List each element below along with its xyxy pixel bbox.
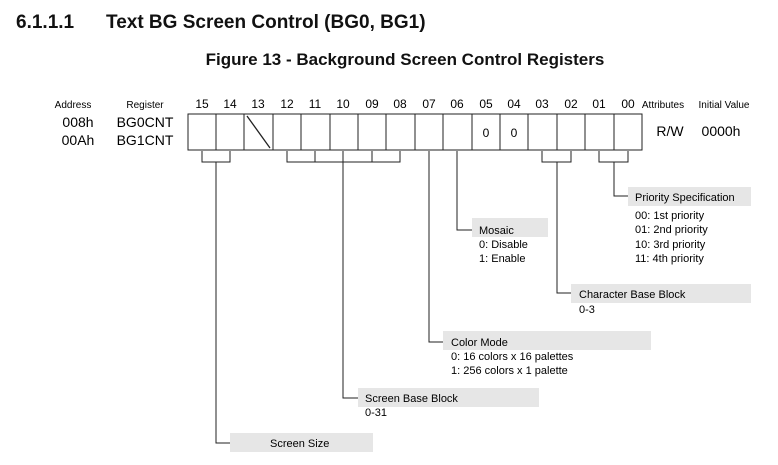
mosaic-desc: 1: Enable [479, 253, 525, 265]
register-name: BG0CNT [117, 114, 174, 130]
screen-base-label-bar [358, 388, 539, 407]
register-address: 00Ah [62, 132, 95, 148]
attributes-header: Attributes [642, 100, 684, 111]
section-heading: 6.1.1.1 Text BG Screen Control (BG0, BG1) [16, 12, 426, 34]
screen-base-leader [342, 162, 358, 399]
bit-number: 14 [223, 97, 237, 111]
priority-label-bar [628, 187, 751, 206]
bit-number: 07 [422, 97, 436, 111]
char-base-leader [556, 162, 571, 294]
mosaic-desc: 0: Disable [479, 239, 528, 251]
register-header: Register [126, 100, 164, 111]
color-mode-leader [428, 151, 443, 343]
char-base-desc: 0-3 [579, 304, 595, 316]
bit-number: 08 [393, 97, 407, 111]
field-connectors [201, 151, 629, 444]
screen-size-leader [215, 162, 230, 444]
char-base-label-bar [571, 284, 751, 303]
bit-number: 13 [251, 97, 265, 111]
bit-number: 11 [309, 97, 322, 111]
screen-size-label-bar [230, 433, 373, 452]
screen-size-field-name: Screen Size [270, 438, 329, 450]
fixed-bit-value: 0 [483, 126, 490, 140]
section-number: 6.1.1.1 [16, 12, 75, 33]
priority-field-name: Priority Specification [635, 192, 735, 204]
figure-title: Figure 13 - Background Screen Control Re… [205, 50, 605, 69]
priority-desc: 10: 3rd priority [635, 239, 706, 251]
bit-number: 02 [564, 97, 578, 111]
bit-number: 10 [336, 97, 350, 111]
field-label-bars [230, 187, 751, 452]
screen-size-bracket [201, 151, 231, 163]
attributes-value: R/W [656, 123, 684, 139]
color-mode-desc: 0: 16 colors x 16 palettes [451, 351, 574, 363]
screen-base-field-name: Screen Base Block [365, 393, 458, 405]
unused-bit-slash [246, 115, 271, 149]
color-mode-desc: 1: 256 colors x 1 palette [451, 365, 568, 377]
register-address: 008h [62, 114, 93, 130]
address-header: Address [55, 100, 92, 111]
bit-number: 03 [535, 97, 549, 111]
bit-number-row: 15 14 13 12 11 10 09 08 07 06 05 04 03 0… [195, 97, 635, 111]
priority-bracket [598, 151, 629, 163]
char-base-field-name: Character Base Block [579, 289, 686, 301]
fixed-bit-value: 0 [511, 126, 518, 140]
mosaic-field-name: Mosaic [479, 225, 514, 237]
priority-leader [613, 162, 628, 197]
bit-number: 01 [592, 97, 606, 111]
bit-number: 05 [479, 97, 493, 111]
color-mode-label-bar [443, 331, 651, 350]
color-mode-field-name: Color Mode [451, 337, 508, 349]
bit-number: 00 [621, 97, 635, 111]
screen-base-desc: 0-31 [365, 407, 387, 419]
mosaic-label-bar [472, 218, 548, 237]
priority-desc: 11: 4th priority [635, 253, 704, 265]
initial-value: 0000h [702, 123, 741, 139]
bit-number: 06 [450, 97, 464, 111]
initial-value-header: Initial Value [699, 100, 750, 111]
priority-desc: 00: 1st priority [635, 210, 705, 222]
register-name: BG1CNT [117, 132, 174, 148]
section-title: Text BG Screen Control (BG0, BG1) [106, 12, 426, 33]
bit-number: 04 [507, 97, 521, 111]
bit-number: 12 [280, 97, 294, 111]
mosaic-leader [456, 151, 472, 231]
priority-desc: 01: 2nd priority [635, 224, 708, 236]
register-bit-box [187, 113, 643, 151]
char-base-bracket [541, 151, 572, 163]
bit-number: 09 [365, 97, 379, 111]
bit-number: 15 [195, 97, 209, 111]
